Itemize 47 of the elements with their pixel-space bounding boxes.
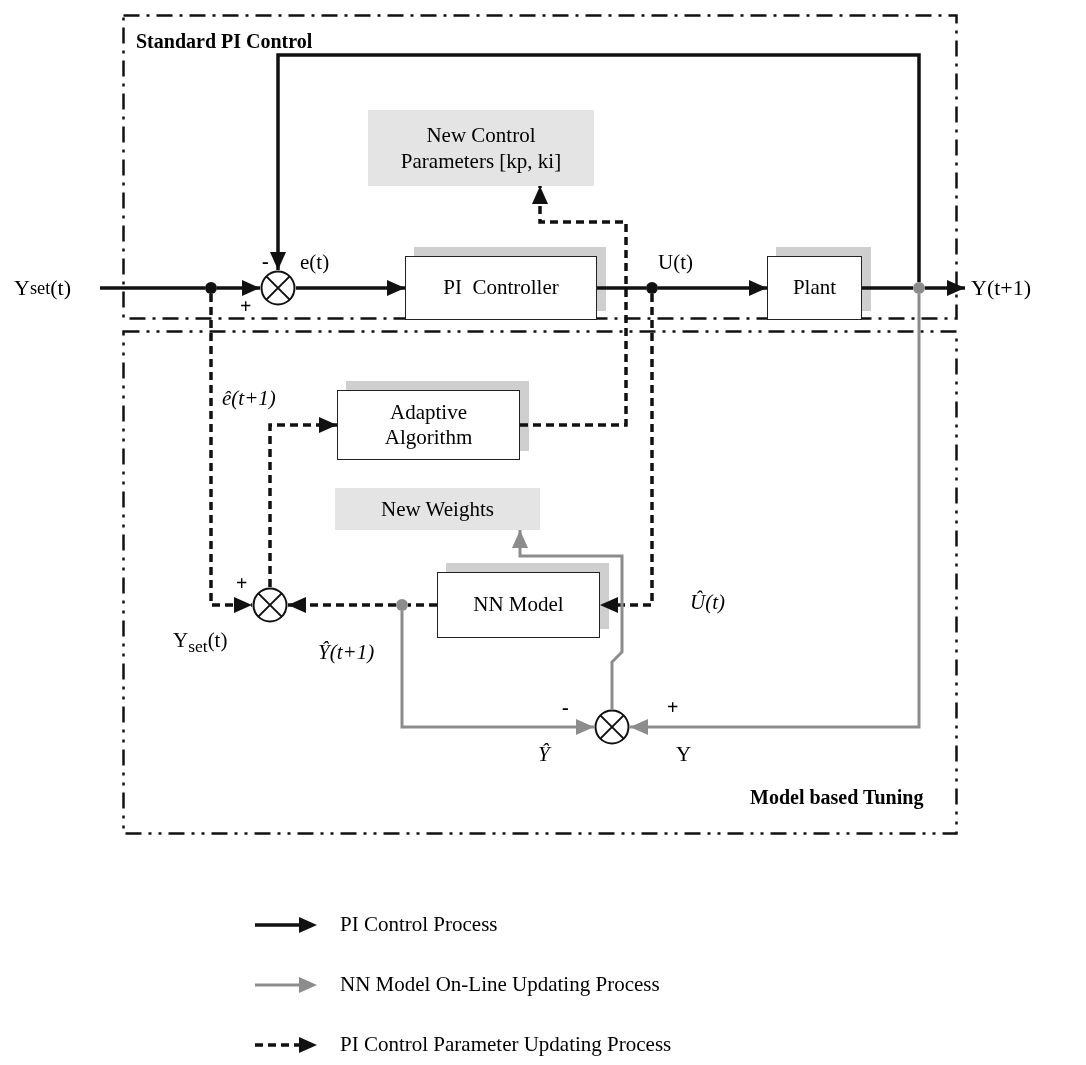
arrow <box>658 280 767 296</box>
arrow <box>288 597 396 613</box>
edge-label: Ŷ <box>538 742 550 767</box>
summing-junction <box>252 587 288 623</box>
edge-label: e(t) <box>300 250 330 275</box>
edge-label: U(t) <box>658 250 693 275</box>
edge-label: ê(t+1) <box>222 386 276 411</box>
signal-label: Y(t+1) <box>965 270 1081 306</box>
group-frame <box>122 14 958 320</box>
legend-text: PI Control Process <box>340 912 498 937</box>
legend-text: PI Control Parameter Updating Process <box>340 1032 672 1057</box>
arrow <box>600 294 654 613</box>
arrow <box>400 611 594 735</box>
sign-label: - <box>562 696 569 719</box>
sign-label: + <box>667 696 679 719</box>
edge-label: Ŷ(t+1) <box>318 640 375 665</box>
sign-label: + <box>240 295 252 318</box>
sign-label: + <box>236 572 248 595</box>
group-title: Standard PI Control <box>136 30 313 53</box>
connector-line <box>597 286 646 290</box>
edge-label: Y$_{set}$(t) <box>173 628 228 658</box>
branch-point <box>396 599 408 611</box>
arrow <box>520 186 628 427</box>
summing-junction <box>260 270 296 306</box>
branch-point <box>205 282 217 294</box>
arrow <box>217 280 260 296</box>
arrow <box>270 53 921 282</box>
arrow <box>209 294 252 613</box>
arrow <box>512 530 624 709</box>
arrow <box>630 294 921 735</box>
branch-point <box>646 282 658 294</box>
edge-label: Û(t) <box>690 590 725 615</box>
sign-label: - <box>262 250 269 273</box>
branch-point <box>913 282 925 294</box>
arrow <box>268 417 337 587</box>
connector-line <box>862 286 913 290</box>
legend-text: NN Model On-Line Updating Process <box>340 972 660 997</box>
connector-line <box>408 603 437 607</box>
group-title: Model based Tuning <box>750 786 924 809</box>
edge-label: Y <box>676 742 692 767</box>
arrow <box>925 280 965 296</box>
summing-junction <box>594 709 630 745</box>
group-frame <box>122 330 958 835</box>
connector-line <box>100 286 205 290</box>
highlight-label-box: New Control Parameters [kp, ki] <box>368 110 594 186</box>
arrow <box>296 280 405 296</box>
highlight-label-box: New Weights <box>335 488 540 530</box>
